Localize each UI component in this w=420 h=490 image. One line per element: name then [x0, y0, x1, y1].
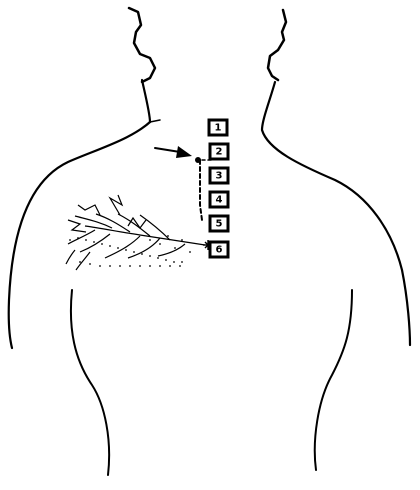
vertebra-number: 1 — [215, 123, 222, 134]
vertebra-number: 4 — [216, 195, 223, 206]
vertebra-label-1: 1 — [209, 120, 227, 135]
vertebra-label-6: 6 — [210, 242, 228, 257]
vertebra-number: 2 — [216, 147, 223, 158]
right-arrow-icon — [155, 146, 192, 158]
vertebra-number: 3 — [216, 171, 223, 182]
left-neck — [142, 80, 150, 122]
vertebra-number: 6 — [216, 245, 223, 256]
radiating-pain-pattern — [66, 195, 205, 270]
left-torso — [71, 290, 109, 475]
right-neck-shoulder — [262, 82, 410, 345]
right-torso — [315, 290, 352, 470]
spinal-dashed-line — [200, 160, 202, 220]
vertebra-label-3: 3 — [210, 168, 228, 183]
left-ear — [129, 8, 155, 82]
right-ear — [268, 10, 286, 80]
neck-crease — [150, 120, 160, 122]
vertebra-label-5: 5 — [210, 216, 228, 231]
vertebra-number: 5 — [216, 219, 223, 230]
origin-dot — [195, 157, 201, 163]
left-shoulder — [9, 122, 150, 348]
vertebra-label-2: 2 — [210, 144, 228, 159]
vertebra-label-4: 4 — [210, 192, 228, 207]
